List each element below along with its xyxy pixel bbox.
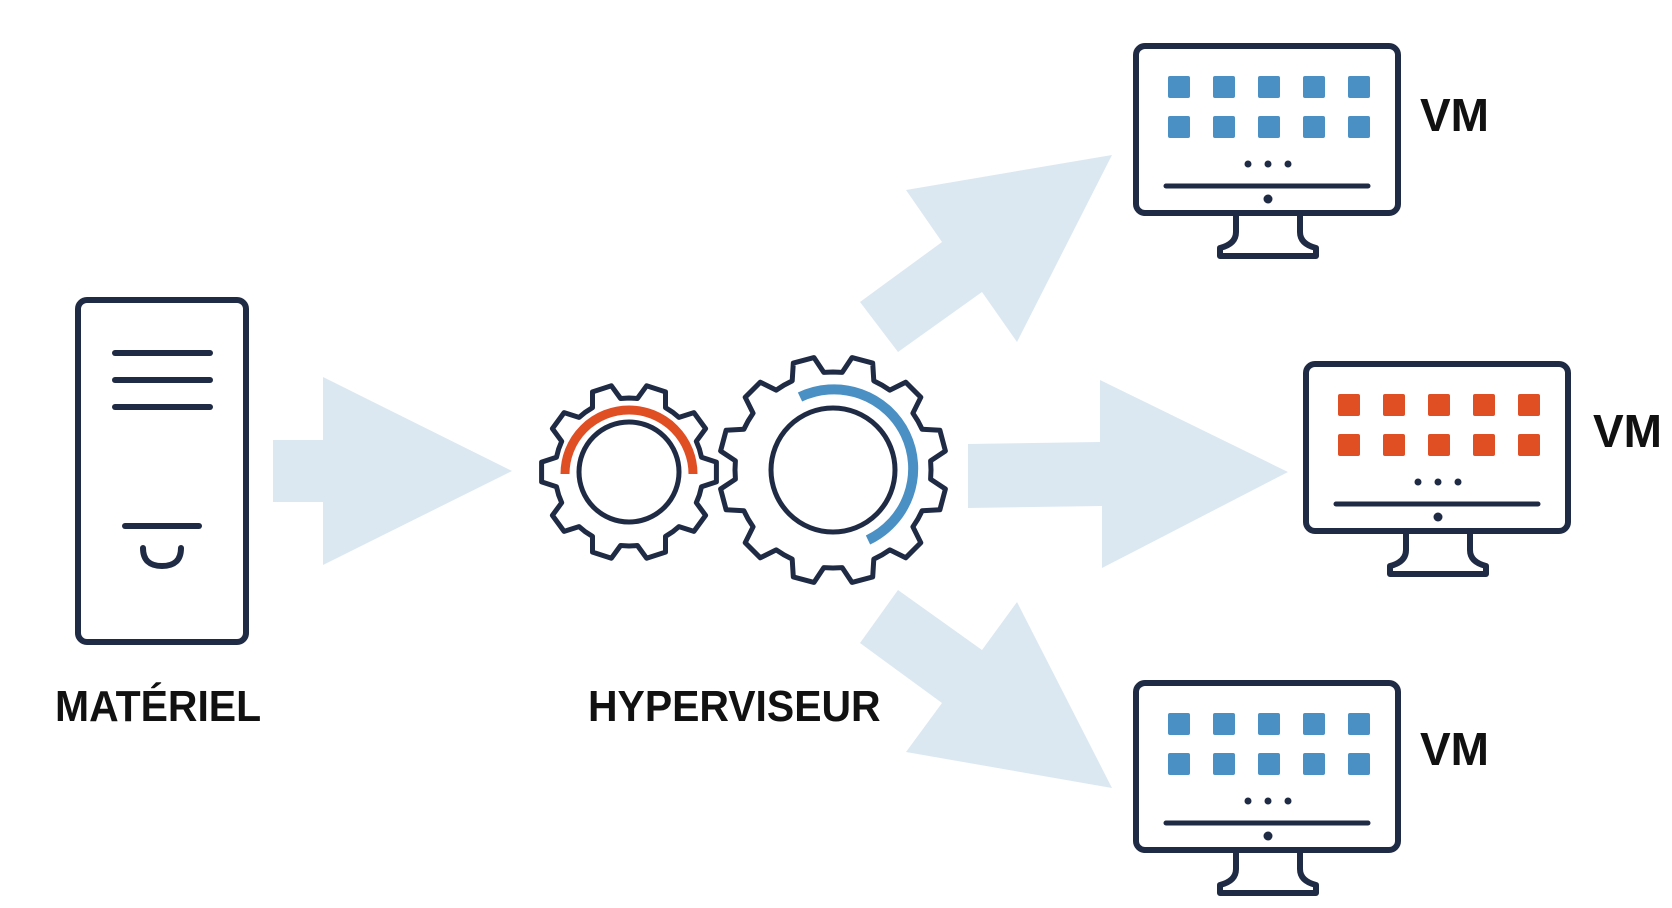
monitor-stand [1387, 531, 1489, 577]
screen-tile [1303, 713, 1325, 735]
screen-tile [1383, 394, 1405, 416]
vm-label-mid: VM [1593, 405, 1662, 457]
hypervisor-label: HYPERVISEUR [588, 682, 881, 731]
monitor-frame [1133, 680, 1401, 853]
screen-dot [1414, 478, 1422, 486]
gears-icon [539, 355, 948, 585]
monitor-stand [1217, 213, 1319, 259]
screen-tile [1348, 116, 1370, 138]
power-dot [1433, 512, 1443, 522]
screen-tile [1518, 394, 1540, 416]
arrow-to-vm-bottom [860, 590, 1112, 788]
screen-tile [1258, 753, 1280, 775]
screen-tile [1258, 76, 1280, 98]
hardware-label: MATÉRIEL [55, 682, 262, 731]
screen-tile [1168, 713, 1190, 735]
monitor-icon [1133, 680, 1401, 896]
screen-dot [1284, 160, 1292, 168]
monitor-stand [1217, 850, 1319, 896]
monitor-frame [1303, 361, 1571, 534]
screen-tile [1518, 434, 1540, 456]
small-gear-icon [539, 383, 719, 561]
vm-monitor-bottom [1133, 680, 1401, 896]
screen-tile [1338, 434, 1360, 456]
screen-tile [1168, 116, 1190, 138]
screen-tile [1473, 434, 1495, 456]
screen-tile [1348, 753, 1370, 775]
screen-tile [1473, 394, 1495, 416]
screen-dot [1434, 478, 1442, 486]
screen-tile [1258, 713, 1280, 735]
screen-tile [1258, 116, 1280, 138]
screen-tile [1213, 116, 1235, 138]
arrow-hardware-to-hypervisor [273, 377, 512, 565]
screen-tile [1348, 76, 1370, 98]
large-gear-blue-arc [797, 384, 919, 545]
screen-tile [1348, 713, 1370, 735]
screen-tile [1213, 753, 1235, 775]
small-gear-outline [539, 383, 719, 561]
arrow-to-vm-mid [968, 380, 1288, 568]
small-gear-orange-arc [560, 405, 698, 475]
arrow-to-vm-top [860, 155, 1112, 352]
screen-tile [1303, 116, 1325, 138]
vm-monitor-top [1133, 43, 1401, 259]
screen-tile [1213, 76, 1235, 98]
screen-tile [1168, 753, 1190, 775]
screen-tile [1213, 713, 1235, 735]
vm-monitor-mid [1303, 361, 1571, 577]
monitor-icon [1133, 43, 1401, 259]
screen-tile [1303, 76, 1325, 98]
monitor-icon [1303, 361, 1571, 577]
screen-dot [1244, 797, 1252, 805]
flow-arrows [273, 155, 1288, 788]
monitor-frame [1133, 43, 1401, 216]
screen-tile [1383, 434, 1405, 456]
large-gear-icon [718, 355, 948, 585]
screen-tile [1168, 76, 1190, 98]
screen-tile [1338, 394, 1360, 416]
power-dot [1263, 831, 1273, 841]
screen-dot [1244, 160, 1252, 168]
screen-tile [1428, 434, 1450, 456]
vm-label-top: VM [1420, 89, 1489, 141]
screen-dot [1454, 478, 1462, 486]
vm-label-bottom: VM [1420, 723, 1489, 775]
server-tower-icon [75, 297, 249, 645]
power-dot [1263, 194, 1273, 204]
screen-dot [1264, 160, 1272, 168]
screen-tile [1428, 394, 1450, 416]
screen-dot [1264, 797, 1272, 805]
screen-tile [1303, 753, 1325, 775]
large-gear-outline [718, 355, 948, 585]
screen-dot [1284, 797, 1292, 805]
